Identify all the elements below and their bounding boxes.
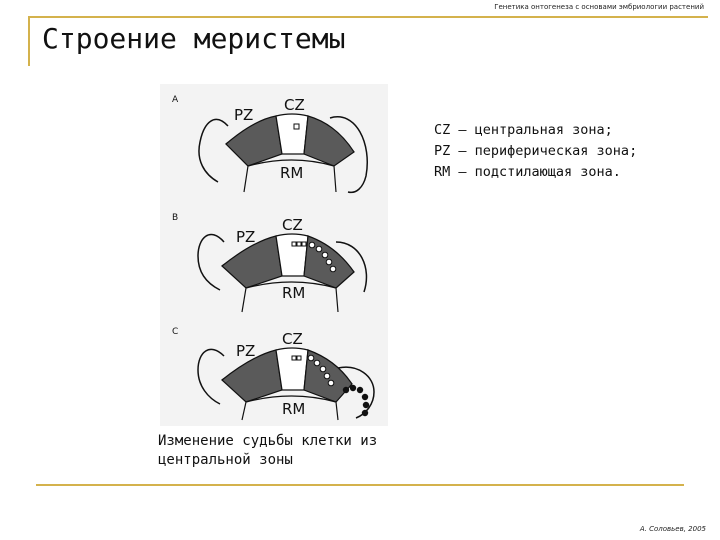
panel-a: A PZ CZ RM (172, 95, 368, 194)
caption-line-2: центральной зоны (158, 452, 293, 468)
panel-c: C PZ CZ RM (172, 327, 375, 421)
cz-label: CZ (282, 216, 303, 234)
header-caption: Генетика онтогенеза с основами эмбриолог… (494, 3, 704, 11)
pz-right-zone (303, 115, 355, 167)
rm-label: RM (282, 284, 305, 302)
footer-rule (36, 484, 684, 486)
slide-title: Строение меристемы (42, 22, 346, 55)
rm-label: RM (280, 164, 303, 182)
rm-boundary (241, 395, 339, 421)
figure-caption: Изменение судьбы клетки из центральной з… (158, 432, 377, 470)
right-leaf-primordium (335, 241, 368, 293)
header-left-rule (28, 16, 30, 66)
panel-letter: A (172, 95, 179, 105)
rm-boundary (243, 159, 337, 193)
header-rule (28, 16, 708, 18)
pz-label: PZ (236, 228, 255, 246)
cz-label: CZ (284, 96, 305, 114)
panel-letter: C (172, 327, 178, 337)
legend-line-cz: CZ – центральная зона; (434, 122, 613, 138)
left-leaf-primordium (198, 118, 229, 183)
left-leaf-primordium (197, 348, 225, 405)
cz-zone (275, 233, 309, 277)
pz-label: PZ (234, 106, 253, 124)
cz-label: CZ (282, 330, 303, 348)
legend-line-rm: RM – подстилающая зона. (434, 164, 621, 180)
legend-line-pz: PZ – периферическая зона; (434, 143, 638, 159)
right-leaf-primordium (329, 116, 368, 194)
rm-boundary (241, 281, 339, 313)
pz-label: PZ (236, 342, 255, 360)
panel-b: B PZ CZ RM (172, 213, 368, 313)
panel-letter: B (172, 213, 178, 223)
footer-author: А. Соловьев, 2005 (639, 525, 706, 533)
rm-label: RM (282, 400, 305, 418)
cz-zone (275, 113, 309, 155)
caption-line-1: Изменение судьбы клетки из (158, 433, 378, 449)
meristem-figure: A PZ CZ RM B (160, 84, 388, 426)
left-leaf-primordium (197, 233, 225, 291)
zone-legend: CZ – центральная зона; PZ – периферическ… (434, 120, 637, 183)
cz-zone (275, 347, 309, 391)
